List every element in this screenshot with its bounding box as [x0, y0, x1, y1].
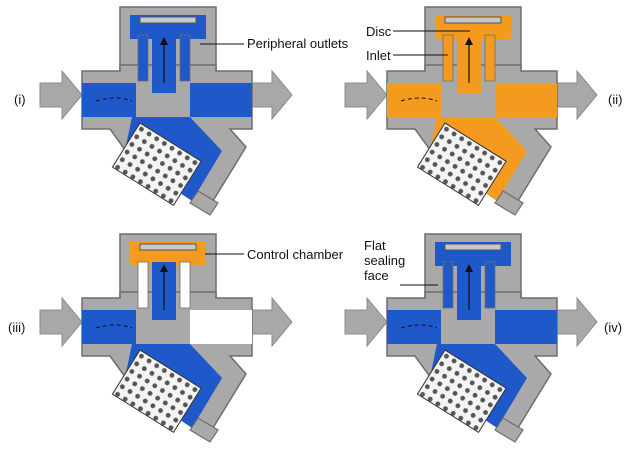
disc: [444, 16, 502, 24]
peripheral-outlet-left: [137, 34, 149, 82]
trap-panel-iv: [344, 233, 598, 443]
strainer-cap: [189, 190, 219, 216]
disc: [139, 16, 197, 24]
label-control-chamber: Control chamber: [247, 247, 344, 262]
trap-panel-ii: [344, 6, 598, 216]
trap-panel-i: [39, 6, 293, 216]
outlet-passage: [495, 310, 557, 344]
inlet-arrow: [39, 69, 83, 121]
inlet-arrow: [344, 296, 388, 348]
peripheral-outlet-left: [442, 261, 454, 309]
panel-tag-i: (i): [14, 92, 26, 107]
label-disc: Disc: [366, 24, 392, 39]
peripheral-outlet-right: [179, 34, 191, 82]
inlet-passage: [82, 83, 136, 117]
flow-line-inlet: [95, 97, 133, 102]
inlet-arrow: [344, 69, 388, 121]
outlet-arrow: [251, 296, 293, 348]
peripheral-outlet-left: [137, 261, 149, 309]
inlet-passage: [82, 310, 136, 344]
strainer-screen: [416, 122, 507, 206]
flow-arrowhead: [465, 264, 473, 272]
inlet-arrow: [39, 296, 83, 348]
flow-arrowhead: [465, 37, 473, 45]
strainer-cap: [189, 417, 219, 443]
panel-tag-ii: (ii): [608, 92, 623, 107]
label-peripheral-outlets: Peripheral outlets: [247, 36, 349, 51]
strainer-cap: [494, 417, 524, 443]
label-inlet: Inlet: [366, 48, 391, 63]
strainer-screen: [111, 349, 202, 433]
panel-tag-iv: (iv): [604, 320, 623, 335]
outlet-passage: [190, 83, 252, 117]
inlet-passage: [387, 83, 441, 117]
panel-tag-iii: (iii): [8, 320, 26, 335]
flow-line-inlet: [400, 97, 438, 102]
peripheral-outlet-left: [442, 34, 454, 82]
strainer-screen: [416, 349, 507, 433]
outlet-arrow: [556, 296, 598, 348]
peripheral-outlet-right: [484, 261, 496, 309]
flow-line-inlet: [95, 324, 133, 329]
peripheral-outlet-right: [179, 261, 191, 309]
flow-arrowhead: [160, 37, 168, 45]
disc: [444, 243, 502, 251]
flow-line-inlet: [400, 324, 438, 329]
disc: [139, 243, 197, 251]
inlet-passage: [387, 310, 441, 344]
strainer-cap: [494, 190, 524, 216]
trap-panel-iii: [39, 233, 293, 443]
peripheral-outlet-right: [484, 34, 496, 82]
outlet-arrow: [556, 69, 598, 121]
strainer-screen: [111, 122, 202, 206]
outlet-passage: [495, 83, 557, 117]
label-flat-sealing-face: Flat sealing face: [364, 238, 406, 283]
outlet-arrow: [251, 69, 293, 121]
flow-arrowhead: [160, 264, 168, 272]
outlet-passage: [190, 310, 252, 344]
